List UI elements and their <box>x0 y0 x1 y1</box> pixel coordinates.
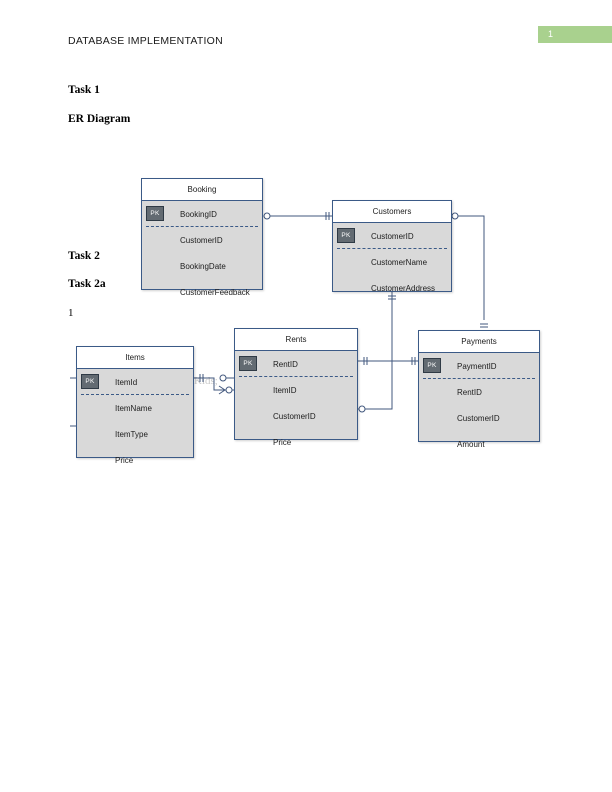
attribute-row: RentID <box>419 379 539 405</box>
attribute-row: PK BookingID <box>142 201 262 227</box>
attribute-name: CustomerID <box>180 235 223 245</box>
attribute-row: Price <box>77 447 193 473</box>
attribute-row: PK PaymentID <box>419 353 539 379</box>
primary-key-badge: PK <box>239 356 257 371</box>
attribute-row: Amount <box>419 431 539 457</box>
entity-title-customers: Customers <box>333 201 451 223</box>
heading-task2: Task 2 <box>68 250 100 262</box>
heading-task2a: Task 2a <box>68 278 106 290</box>
attribute-row: CustomerAddress <box>333 275 451 301</box>
entity-title-rents: Rents <box>235 329 357 351</box>
primary-key-badge: PK <box>81 374 99 389</box>
attribute-name: ItemId <box>115 377 138 387</box>
connector-segment <box>358 405 366 413</box>
connector-segment <box>451 212 459 220</box>
connector-segment <box>358 292 393 410</box>
attribute-name: Price <box>273 437 292 447</box>
attribute-name: CustomerID <box>371 231 414 241</box>
document-header-title: DATABASE IMPLEMENTATION <box>68 35 223 47</box>
attribute-name: ItemName <box>115 403 152 413</box>
connector-segment <box>218 385 226 391</box>
entity-body-payments: PK PaymentID RentID CustomerID Amount <box>419 353 539 457</box>
attribute-row: ItemName <box>77 395 193 421</box>
attribute-row: PK CustomerID <box>333 223 451 249</box>
heading-task1: Task 1 <box>68 84 100 96</box>
attribute-name: RentID <box>457 387 482 397</box>
entity-title-payments: Payments <box>419 331 539 353</box>
connector-segment <box>225 386 233 394</box>
attribute-name: CustomerID <box>457 413 500 423</box>
attribute-name: RentID <box>273 359 298 369</box>
pk-separator <box>423 378 535 379</box>
attribute-row: ItemID <box>235 377 357 403</box>
attribute-name: PaymentID <box>457 361 497 371</box>
relationship-connectors <box>70 211 488 427</box>
attribute-name: ItemID <box>273 385 297 395</box>
attribute-row: CustomerID <box>142 227 262 253</box>
attribute-row: CustomerID <box>419 405 539 431</box>
attribute-name: CustomerAddress <box>371 283 436 293</box>
attribute-name: BookingDate <box>180 261 226 271</box>
entity-title-items: Items <box>77 347 193 369</box>
attribute-name: CustomerID <box>273 411 316 421</box>
attribute-name: CustomerName <box>371 257 428 267</box>
pk-separator <box>146 226 258 227</box>
page-number-badge: 1 <box>538 26 612 43</box>
connector-segment <box>219 374 227 382</box>
attribute-row: CustomerName <box>333 249 451 275</box>
attribute-name: Price <box>115 455 134 465</box>
primary-key-badge: PK <box>423 358 441 373</box>
pk-separator <box>239 376 353 377</box>
primary-key-badge: PK <box>146 206 164 221</box>
attribute-row: BookingDate <box>142 253 262 279</box>
page-number-text: 1 <box>548 29 554 39</box>
entity-body-rents: PK RentID ItemID CustomerID Price <box>235 351 357 455</box>
primary-key-badge: PK <box>337 228 355 243</box>
attribute-name: Amount <box>457 439 485 449</box>
connector-segment <box>452 215 485 320</box>
attribute-row: PK RentID <box>235 351 357 377</box>
attribute-row: Price <box>235 429 357 455</box>
attribute-row: CustomerFeedback <box>142 279 262 305</box>
attribute-name: ItemType <box>115 429 148 439</box>
attribute-name: CustomerFeedback <box>180 287 250 297</box>
pk-separator <box>81 394 189 395</box>
attribute-row: ItemType <box>77 421 193 447</box>
attribute-row: PK ItemId <box>77 369 193 395</box>
heading-er: ER Diagram <box>68 113 131 125</box>
entity-title-booking: Booking <box>142 179 262 201</box>
attribute-row: CustomerID <box>235 403 357 429</box>
body-text-list-1: 1 <box>68 307 74 319</box>
connector-segment <box>263 212 271 220</box>
connector-segment <box>218 389 226 395</box>
pk-separator <box>337 248 447 249</box>
attribute-name: BookingID <box>180 209 217 219</box>
